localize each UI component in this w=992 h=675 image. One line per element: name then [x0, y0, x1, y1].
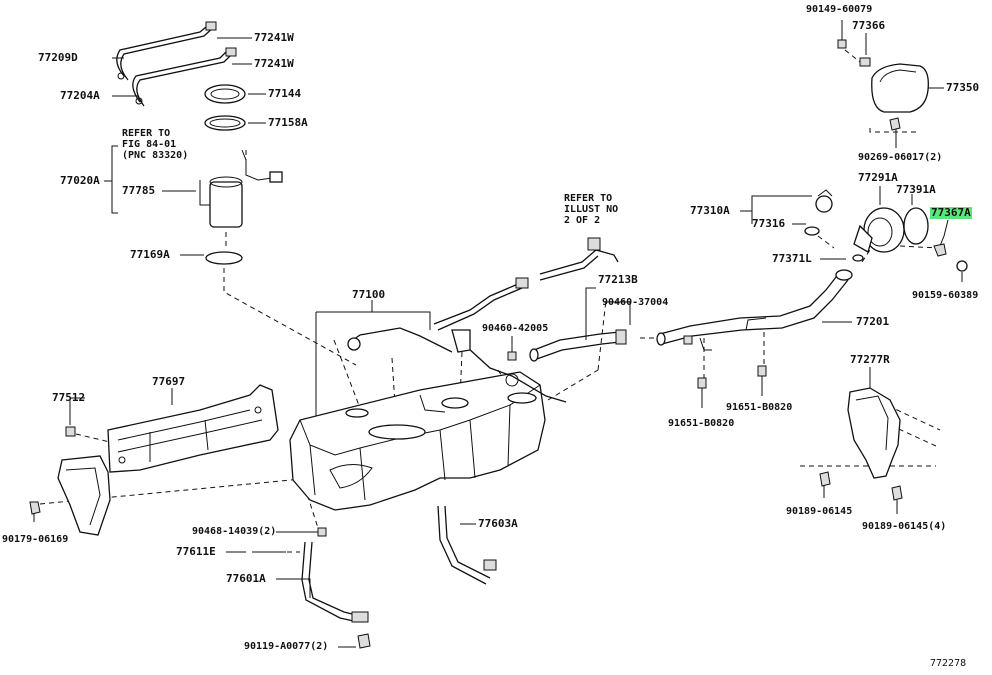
label-77350: 77350 — [946, 81, 980, 94]
label-90468-14039: 90468-14039(2) — [192, 526, 277, 537]
label-77020a: 77020A — [60, 174, 100, 187]
label-77371l: 77371L — [772, 252, 812, 265]
bracket-77277r — [819, 387, 903, 501]
fuel-tank — [289, 371, 546, 511]
label-90149-60079: 90149-60079 — [806, 4, 873, 15]
note-refer-illust-line-1: REFER TO — [564, 193, 613, 204]
label-77367a-highlighted[interactable]: 77367A — [930, 206, 972, 219]
label-77785: 77785 — [122, 184, 156, 197]
label-90179-06169: 90179-06169 — [2, 534, 69, 545]
fuel-pump-module — [199, 84, 283, 265]
label-77697: 77697 — [152, 375, 186, 388]
label-77213b: 77213B — [598, 273, 638, 286]
vent-tubes — [347, 237, 619, 403]
note-refer-fig-line-1: REFER TO — [122, 128, 171, 139]
label-77144: 77144 — [268, 87, 302, 100]
label-77169a: 77169A — [130, 248, 170, 261]
note-refer-illust: REFER TO ILLUST NO 2 OF 2 — [564, 193, 618, 226]
hose-77213b — [507, 329, 627, 362]
label-77209d: 77209D — [38, 51, 78, 64]
label-77277r: 77277R — [850, 353, 890, 366]
diagram-code: 772278 — [930, 658, 967, 669]
note-refer-fig-line-2: FIG 84-01 — [122, 139, 177, 150]
filler-cap-group — [804, 189, 968, 272]
note-refer-illust-line-2: ILLUST NO — [564, 204, 619, 215]
label-77158a: 77158A — [268, 116, 308, 129]
label-90159-60389: 90159-60389 — [912, 290, 979, 301]
label-77100: 77100 — [352, 288, 386, 301]
label-77204a: 77204A — [60, 89, 100, 102]
label-91651-b0820-left: 91651-B0820 — [668, 418, 735, 429]
note-refer-illust-line-3: 2 OF 2 — [564, 215, 601, 226]
label-77391a: 77391A — [896, 183, 936, 196]
label-77603a: 77603A — [478, 517, 518, 530]
filler-pipe-77201 — [656, 269, 853, 389]
label-91651-b0820-right: 91651-B0820 — [726, 402, 793, 413]
label-77241w-lower: 77241W — [254, 57, 294, 70]
label-90189-06145-4: 90189-06145(4) — [862, 521, 947, 532]
label-90460-42005: 90460-42005 — [482, 323, 549, 334]
label-90189-06145: 90189-06145 — [786, 506, 853, 517]
label-77512: 77512 — [52, 391, 86, 404]
label-77316: 77316 — [752, 217, 786, 230]
label-77310a: 77310A — [690, 204, 730, 217]
fuel-tubes — [116, 21, 237, 107]
note-refer-fig: REFER TO FIG 84-01 (PNC 83320) — [122, 128, 188, 161]
heat-shield-77697 — [107, 384, 279, 473]
label-90460-37004: 90460-37004 — [602, 297, 669, 308]
label-77601a: 77601A — [226, 572, 266, 585]
tank-straps — [252, 505, 497, 649]
label-77241w-upper: 77241W — [254, 31, 294, 44]
dashed-connectors — [39, 49, 941, 553]
label-77291a: 77291A — [858, 171, 898, 184]
label-77201: 77201 — [856, 315, 890, 328]
protector-77512 — [29, 426, 111, 536]
label-77366: 77366 — [852, 19, 886, 32]
fuel-door-77350 — [837, 39, 929, 131]
label-90269-06017: 90269-06017(2) — [858, 152, 943, 163]
label-90119-a0077: 90119-A0077(2) — [244, 641, 329, 652]
note-refer-fig-line-3: (PNC 83320) — [122, 150, 189, 161]
label-77611e: 77611E — [176, 545, 216, 558]
